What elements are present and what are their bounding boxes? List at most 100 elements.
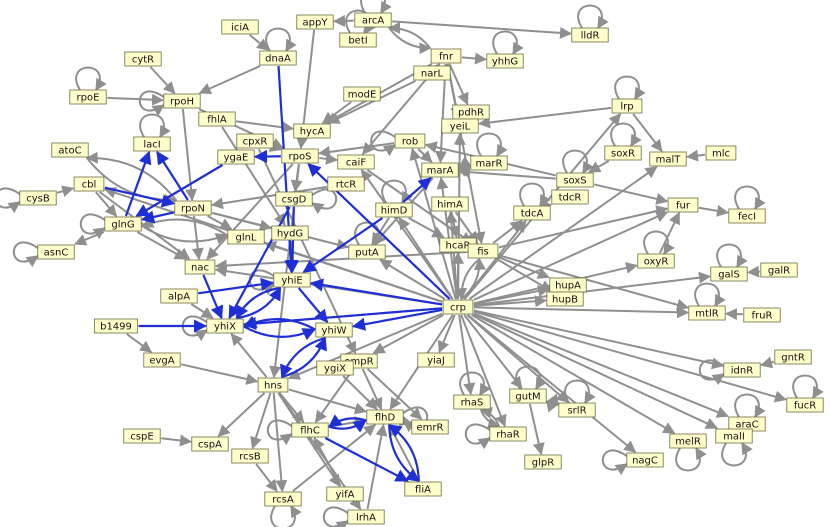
node-gutM[interactable]: gutM <box>509 388 547 404</box>
node-cpxR[interactable]: cpxR <box>236 133 274 149</box>
node-glpR[interactable]: glpR <box>524 454 562 470</box>
node-flhC[interactable]: flhC <box>291 422 329 438</box>
node-fnr[interactable]: fnr <box>430 48 462 64</box>
node-galS[interactable]: galS <box>710 266 748 282</box>
node-box <box>316 360 354 376</box>
node-emrR[interactable]: emrR <box>411 419 449 435</box>
node-asnC[interactable]: asnC <box>37 244 75 260</box>
node-rpoN[interactable]: rpoN <box>174 200 212 216</box>
node-lrp[interactable]: lrp <box>611 98 643 114</box>
node-modE[interactable]: modE <box>343 86 381 102</box>
node-marR[interactable]: marR <box>470 155 508 171</box>
node-yeiL[interactable]: yeiL <box>441 118 479 134</box>
node-fecI[interactable]: fecI <box>728 208 766 224</box>
node-arcA[interactable]: arcA <box>354 12 392 28</box>
node-rpoE[interactable]: rpoE <box>69 89 107 105</box>
node-box <box>123 428 161 444</box>
node-label: srlR <box>567 406 586 417</box>
node-glnG[interactable]: glnG <box>104 216 142 232</box>
node-fucR[interactable]: fucR <box>786 397 824 413</box>
node-oxyR[interactable]: oxyR <box>637 253 675 269</box>
node-narL[interactable]: narL <box>413 65 451 81</box>
node-fis[interactable]: fis <box>467 243 499 259</box>
node-rob[interactable]: rob <box>394 133 426 149</box>
node-ygaE[interactable]: ygaE <box>217 149 255 165</box>
node-gntR[interactable]: gntR <box>774 349 812 365</box>
node-yhiX[interactable]: yhiX <box>206 318 244 334</box>
node-flhD[interactable]: flhD <box>366 409 404 425</box>
node-fliA[interactable]: fliA <box>404 481 442 497</box>
node-yhiW[interactable]: yhiW <box>315 322 353 338</box>
node-malT[interactable]: malT <box>649 151 687 167</box>
edge-blue-hns-yhiW <box>281 336 327 379</box>
node-lacI[interactable]: lacI <box>133 136 171 152</box>
node-cspE[interactable]: cspE <box>123 428 161 444</box>
node-lrhA[interactable]: lrhA <box>347 509 385 525</box>
node-fur[interactable]: fur <box>667 197 699 213</box>
node-ygiX[interactable]: ygiX <box>316 360 354 376</box>
node-fruR[interactable]: fruR <box>743 307 781 323</box>
node-iciA[interactable]: iciA <box>221 19 259 35</box>
node-box <box>626 452 664 468</box>
node-label: tdcA <box>521 209 544 220</box>
node-hns[interactable]: hns <box>257 377 289 393</box>
node-idnR[interactable]: idnR <box>723 362 761 378</box>
node-rcsA[interactable]: rcsA <box>264 491 302 507</box>
node-rcsB[interactable]: rcsB <box>231 448 269 464</box>
node-tdcA[interactable]: tdcA <box>513 205 551 221</box>
node-yiaJ[interactable]: yiaJ <box>417 352 455 368</box>
node-hupA[interactable]: hupA <box>549 277 587 293</box>
node-tdcR[interactable]: tdcR <box>551 189 589 205</box>
node-nac[interactable]: nac <box>184 259 216 275</box>
node-hycA[interactable]: hycA <box>293 123 331 139</box>
node-crp[interactable]: crp <box>442 299 474 315</box>
self-loop-soxS <box>562 149 594 175</box>
edge-rtcR-rpoN <box>211 186 327 210</box>
node-rpoS[interactable]: rpoS <box>281 148 319 164</box>
node-yhiE[interactable]: yhiE <box>273 272 311 288</box>
node-melR[interactable]: melR <box>669 433 707 449</box>
edge-himD-putA <box>371 217 390 246</box>
node-cysB[interactable]: cysB <box>19 190 57 206</box>
node-csgD[interactable]: csgD <box>275 191 313 207</box>
node-cspA[interactable]: cspA <box>191 436 229 452</box>
node-box <box>453 394 491 410</box>
node-lldR[interactable]: lldR <box>571 27 609 43</box>
node-soxR[interactable]: soxR <box>604 145 642 161</box>
node-himD[interactable]: himD <box>375 202 413 218</box>
node-marA[interactable]: marA <box>421 162 459 178</box>
node-soxS[interactable]: soxS <box>556 172 594 188</box>
node-atoC[interactable]: atoC <box>51 142 89 158</box>
node-glnL[interactable]: glnL <box>227 229 265 245</box>
node-hupB[interactable]: hupB <box>546 291 584 307</box>
node-galR[interactable]: galR <box>760 262 798 278</box>
node-b1499[interactable]: b1499 <box>94 318 138 334</box>
node-label: caiF <box>346 158 366 169</box>
node-mtlR[interactable]: mtlR <box>688 305 726 321</box>
node-nagC[interactable]: nagC <box>626 452 664 468</box>
node-pdhR[interactable]: pdhR <box>452 104 490 120</box>
node-rhaS[interactable]: rhaS <box>453 394 491 410</box>
node-dnaA[interactable]: dnaA <box>259 50 297 66</box>
node-evgA[interactable]: evgA <box>143 352 181 368</box>
node-cbl[interactable]: cbl <box>73 176 105 192</box>
node-rhaR[interactable]: rhaR <box>489 426 527 442</box>
node-himA[interactable]: himA <box>431 196 469 212</box>
node-betI[interactable]: betI <box>339 32 377 48</box>
node-mlc[interactable]: mlc <box>705 145 737 161</box>
node-label: rpoS <box>289 152 312 163</box>
node-rpoH[interactable]: rpoH <box>163 93 201 109</box>
node-yhhG[interactable]: yhhG <box>486 53 524 69</box>
node-hydG[interactable]: hydG <box>271 225 309 241</box>
edge-rhaS-rhaR <box>480 409 501 429</box>
node-cytR[interactable]: cytR <box>124 51 162 67</box>
node-srlR[interactable]: srlR <box>558 402 596 418</box>
node-fhlA[interactable]: fhlA <box>198 111 236 127</box>
node-rtcR[interactable]: rtcR <box>327 176 365 192</box>
node-appY[interactable]: appY <box>296 14 334 30</box>
node-malI[interactable]: malI <box>715 428 753 444</box>
node-caiF[interactable]: caiF <box>337 154 375 170</box>
node-alpA[interactable]: alpA <box>160 288 198 304</box>
node-yifA[interactable]: yifA <box>326 486 364 502</box>
node-putA[interactable]: putA <box>348 244 386 260</box>
